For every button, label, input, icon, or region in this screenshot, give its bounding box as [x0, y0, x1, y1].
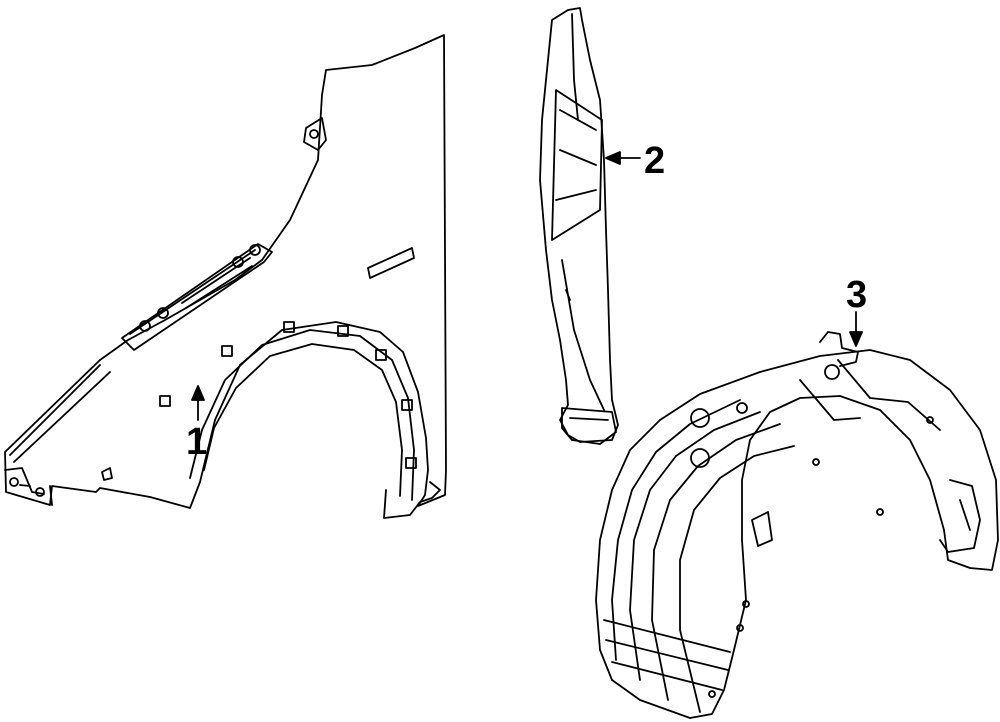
liner-hole: [742, 600, 750, 608]
arch-clip: [405, 457, 417, 469]
liner-upper-band: [799, 359, 941, 431]
fender-arch-lip-inner: [203, 343, 403, 497]
callout-2: 2: [644, 140, 666, 182]
fender-outline: [4, 34, 447, 509]
fender-part[interactable]: [4, 34, 447, 519]
fender-arch-lip: [189, 329, 415, 501]
liner-outline: [595, 349, 999, 719]
arch-clip: [401, 399, 413, 411]
leader-arrows: [191, 151, 863, 421]
callout-3: 3: [846, 274, 868, 316]
arch-clip: [337, 325, 349, 337]
arch-clip: [375, 349, 387, 361]
liner-hole: [708, 690, 716, 698]
fender-side-marker: [367, 247, 415, 279]
liner-rib: [611, 399, 795, 713]
liner-rib-crossing: [603, 619, 731, 691]
liner-hole: [876, 508, 884, 516]
arch-clip: [159, 395, 171, 407]
insulator-slot: [565, 289, 571, 301]
insulator-part[interactable]: [539, 7, 619, 445]
fender-hood-flange: [121, 243, 273, 351]
arch-clip: [221, 345, 233, 357]
arrowhead-3: [849, 331, 863, 347]
front-bracket-hole: [35, 487, 45, 497]
fender-mount-tab: [303, 117, 327, 151]
liner-hole: [824, 364, 840, 380]
liner-notch: [751, 511, 773, 547]
arrowhead-1: [191, 385, 205, 401]
liner-hole: [812, 458, 820, 466]
mount-tab-hole: [309, 129, 319, 139]
flange-hole: [139, 320, 151, 332]
fender-clip: [101, 467, 113, 481]
fender-liner-part[interactable]: [595, 331, 999, 719]
callout-1: 1: [186, 421, 208, 463]
insulator-foot: [561, 407, 617, 445]
flange-hole: [249, 244, 261, 256]
fender-lower-edge: [9, 364, 111, 506]
liner-top-clip: [819, 331, 859, 367]
liner-hole: [926, 416, 934, 424]
liner-hole: [690, 448, 710, 468]
arch-clip: [283, 321, 295, 333]
arrowhead-2: [605, 151, 621, 165]
liner-rear-bracket: [939, 479, 981, 553]
liner-hole: [690, 408, 710, 428]
front-bracket-hole: [9, 477, 19, 487]
flange-hole: [157, 307, 169, 319]
liner-hole: [736, 402, 748, 414]
fender-lower-bracket: [383, 481, 441, 519]
fender-front-bracket: [4, 467, 45, 495]
flange-hole: [232, 256, 244, 268]
fender-flange-inner: [129, 249, 256, 335]
liner-hole: [736, 624, 744, 632]
